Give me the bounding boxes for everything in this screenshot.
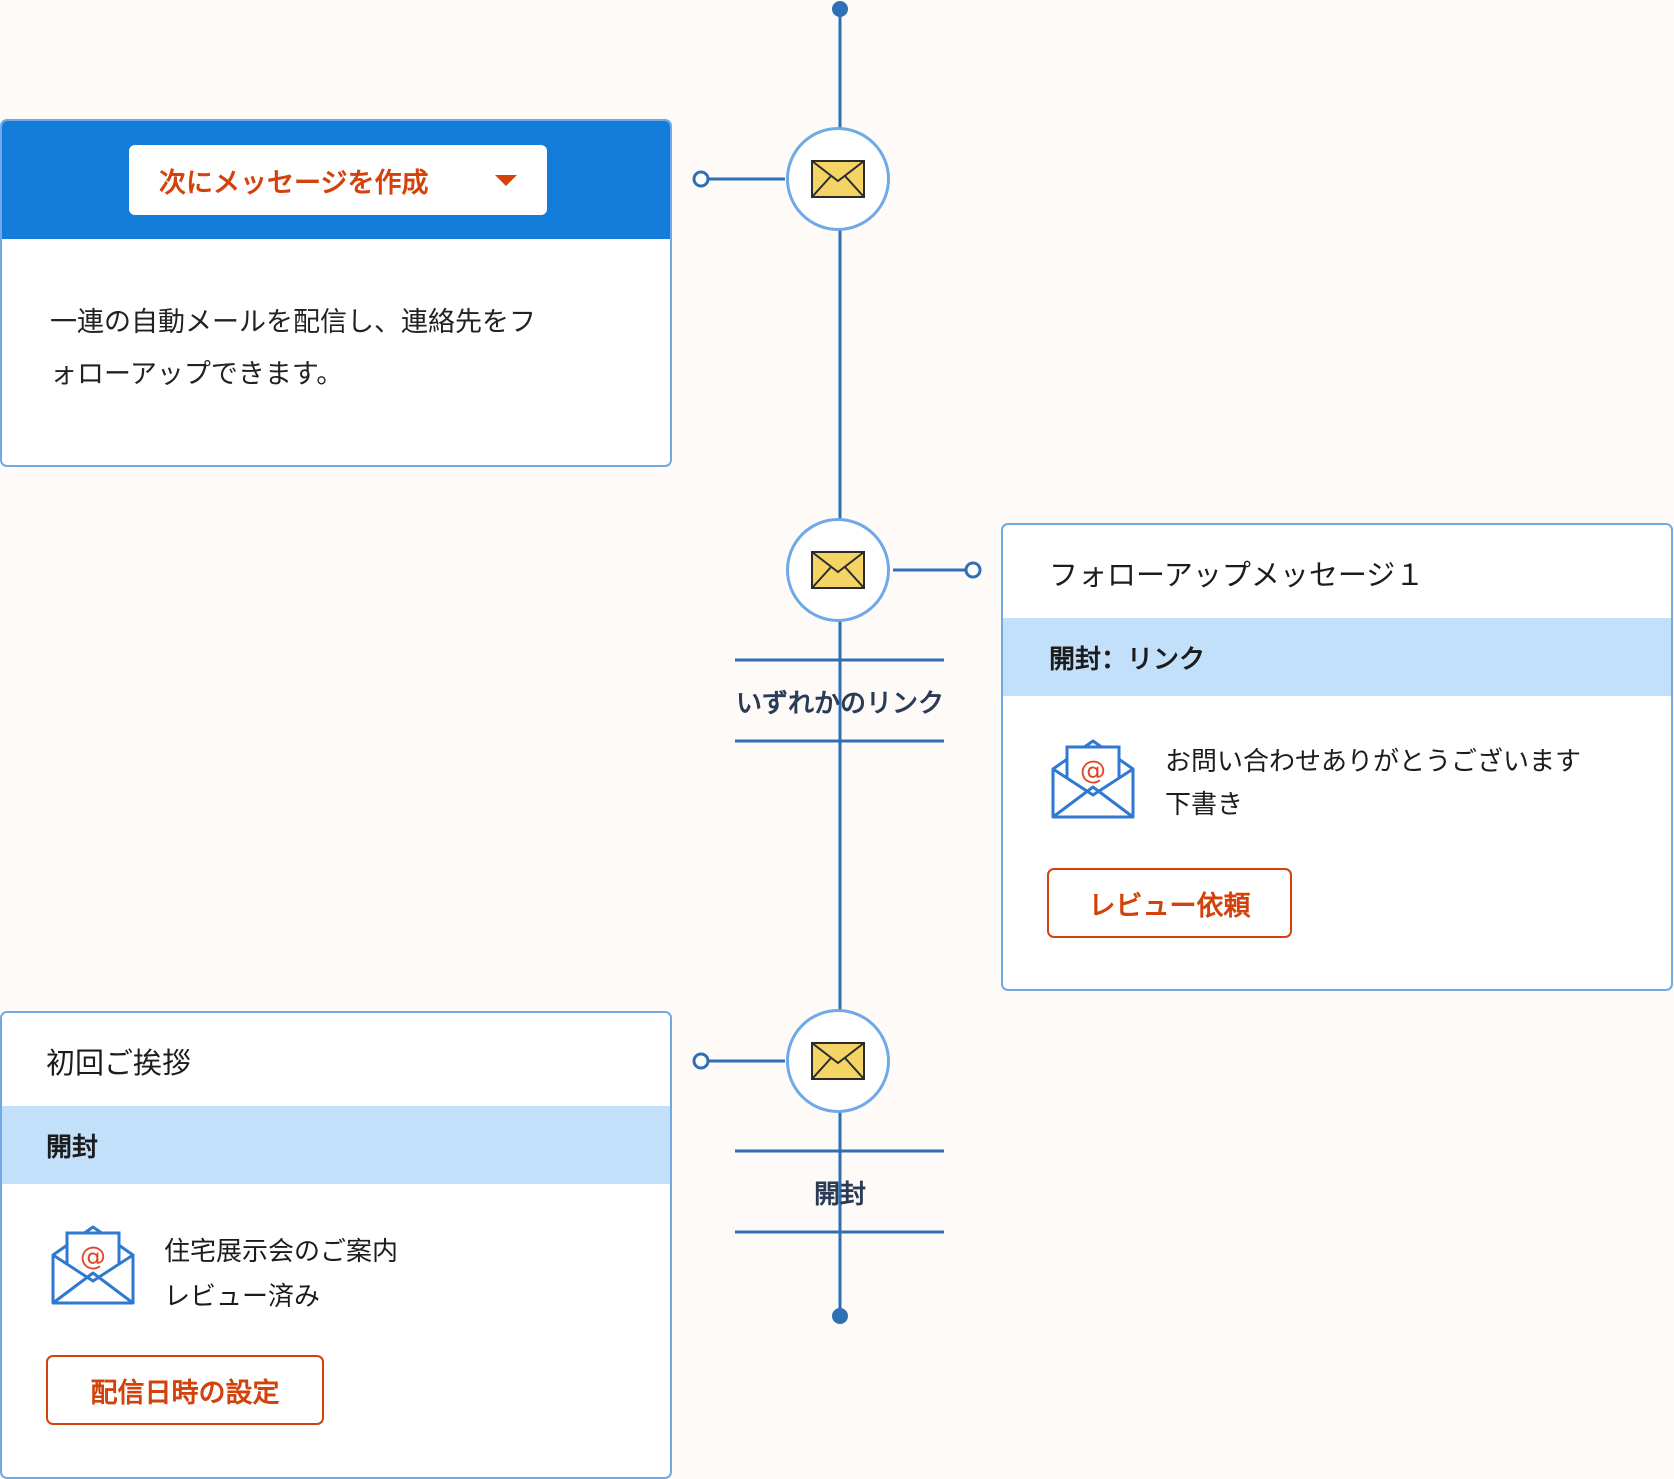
dropdown-label: 次にメッセージを作成 (159, 167, 429, 199)
followup-email-name: お問い合わせありがとうございます (1165, 747, 1582, 777)
create-next-message-dropdown[interactable]: 次にメッセージを作成 (129, 145, 547, 215)
connector-endpoint (964, 561, 982, 579)
intro-card-header: 次にメッセージを作成 (2, 121, 670, 239)
followup-condition-text: 開封：リンク (1049, 644, 1206, 675)
envelope-icon (811, 551, 865, 589)
followup-email-status: 下書き (1165, 790, 1244, 820)
condition-label-opened: 開封 (813, 1180, 866, 1210)
connector-endpoint (692, 1052, 710, 1070)
timeline-email-node[interactable] (786, 127, 890, 231)
intro-description: 一連の自動メールを配信し、連絡先をフ ォローアップできます。 (50, 297, 610, 401)
email-at-icon: @ (1051, 739, 1135, 819)
timeline-email-node[interactable] (786, 518, 890, 622)
greeting-email-status: レビュー済み (164, 1282, 321, 1312)
greeting-email-name: 住宅展示会のご案内 (164, 1237, 399, 1267)
email-at-icon: @ (51, 1225, 135, 1305)
connector-endpoint (692, 170, 710, 188)
request-review-button[interactable]: レビュー依頼 (1047, 868, 1292, 938)
set-delivery-time-button[interactable]: 配信日時の設定 (46, 1355, 324, 1425)
flow-end-dot (832, 1308, 848, 1324)
initial-greeting-card: 初回ご挨拶 開封 @ 住宅展示会のご案内 レビュー済み 配信日時の設定 (0, 1011, 672, 1479)
svg-text:@: @ (80, 1242, 106, 1272)
envelope-icon (811, 160, 865, 198)
caret-down-icon (495, 175, 517, 186)
envelope-icon (811, 1042, 865, 1080)
intro-card: 次にメッセージを作成 一連の自動メールを配信し、連絡先をフ ォローアップできます… (0, 119, 672, 467)
greeting-condition-band: 開封 (2, 1106, 670, 1184)
greeting-condition-text: 開封 (46, 1132, 99, 1163)
followup-condition-band: 開封：リンク (1003, 618, 1671, 696)
followup-message-card: フォローアップメッセージ１ 開封：リンク @ お問い合わせありがとうございます … (1001, 523, 1673, 991)
greeting-card-title: 初回ご挨拶 (46, 1046, 192, 1080)
followup-card-title: フォローアップメッセージ１ (1049, 558, 1425, 592)
flow-start-dot (832, 1, 848, 17)
timeline-email-node[interactable] (786, 1009, 890, 1113)
intro-description-line-2: ォローアップできます。 (50, 359, 344, 390)
condition-label-any-link: いずれかのリンク (735, 689, 944, 719)
svg-text:@: @ (1080, 756, 1106, 786)
intro-description-line-1: 一連の自動メールを配信し、連絡先をフ (50, 307, 536, 338)
